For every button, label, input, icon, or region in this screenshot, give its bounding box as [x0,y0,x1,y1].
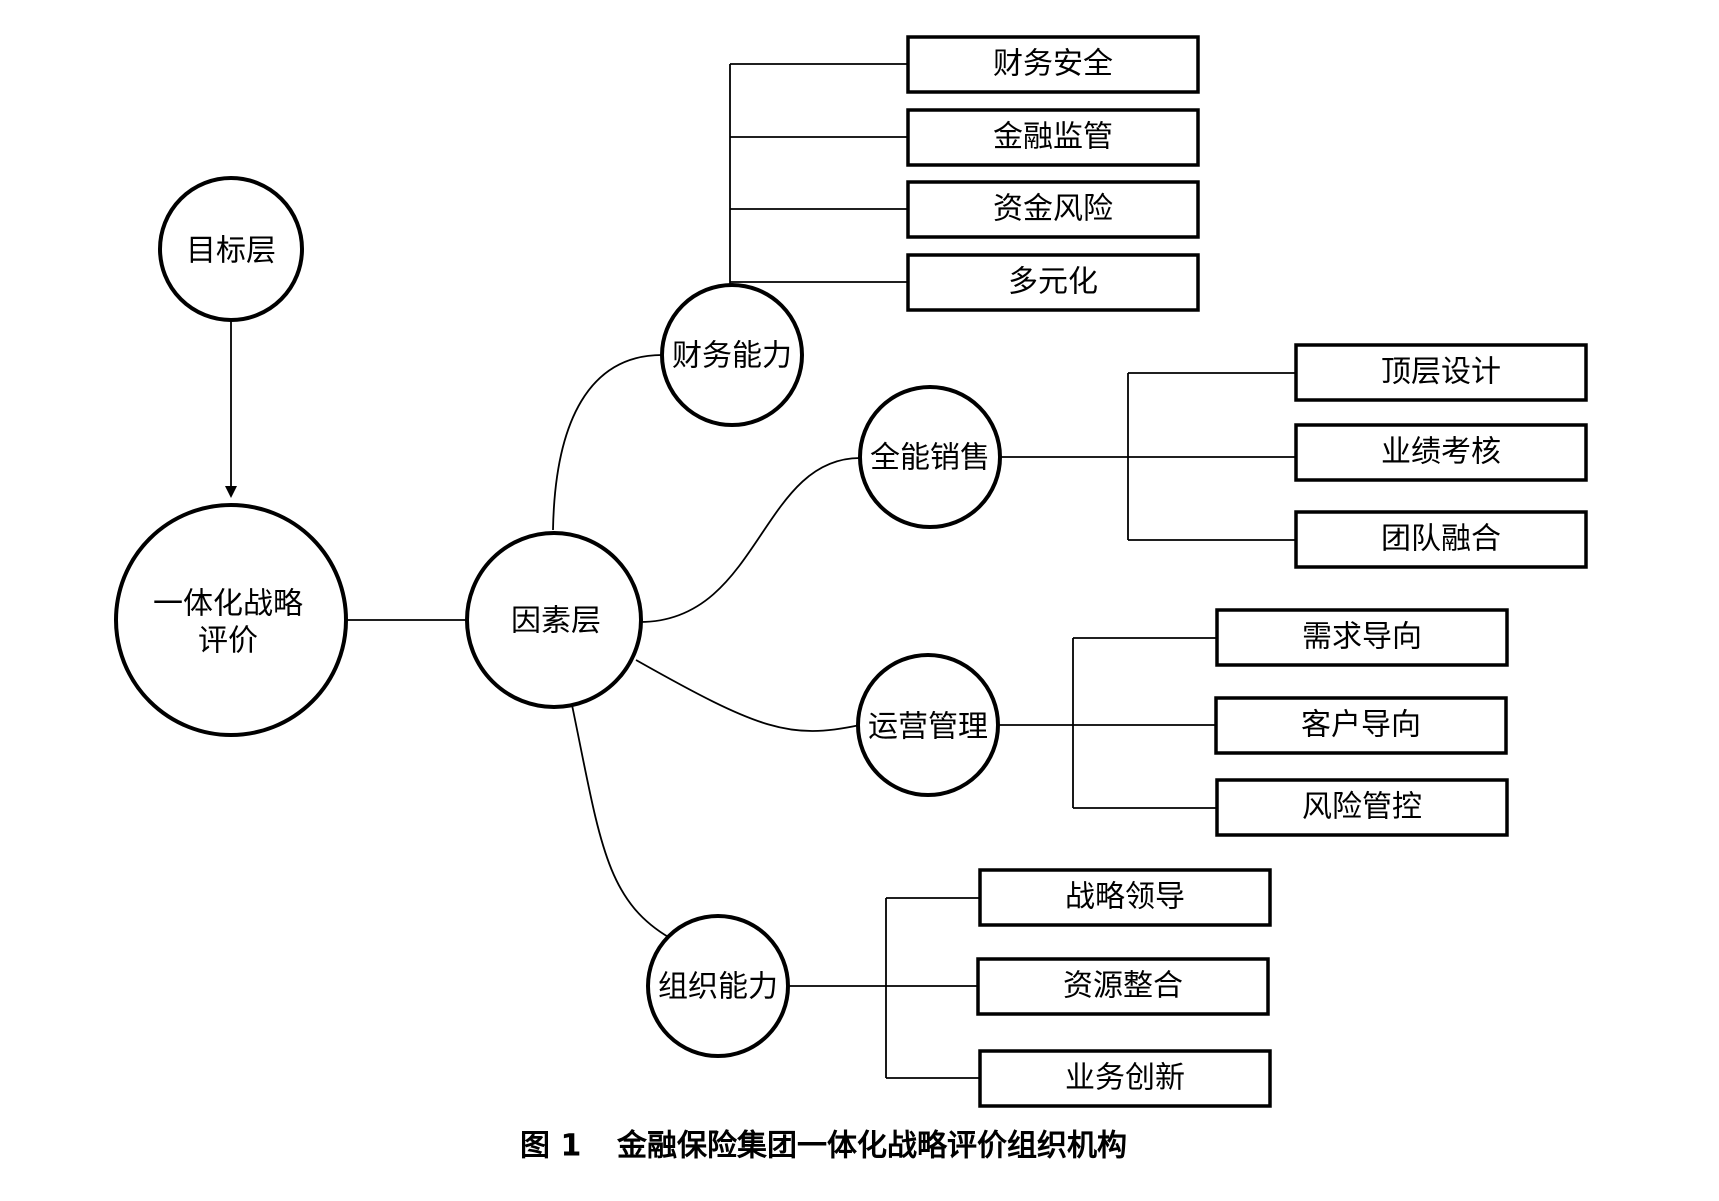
operations-item-label: 需求导向 [1302,620,1422,655]
factor-to-operations-curve [635,659,861,732]
box-capital-risk [906,180,1200,239]
sales-label: 全能销售 [870,441,990,476]
box-business-innovation [978,1049,1272,1108]
figure-title: 金融保险集团一体化战略评价组织机构 [616,1129,1127,1164]
box-customer-orientation [1214,696,1508,755]
box-demand-orientation [1215,608,1509,667]
evaluation-label-line2: 评价 [198,624,258,659]
finance-bracket [729,63,908,284]
sales-item-label: 顶层设计 [1381,355,1501,390]
factor-layer-label: 因素层 [511,604,601,639]
operations-node [856,653,1000,797]
factor-layer-node [465,531,643,709]
goal-layer-node [158,176,304,322]
circle-nodes [114,176,1002,1058]
factor-to-sales-curve [639,457,861,623]
labels: 目标层 一体化战略 评价 因素层 财务能力 全能销售 运营管理 组织能力 财务安… [153,47,1501,1096]
box-strategic-leadership [978,868,1272,927]
finance-item-label: 金融监管 [993,120,1113,155]
finance-item-label: 财务安全 [993,47,1113,82]
finance-label: 财务能力 [672,339,792,374]
finance-item-label: 资金风险 [993,192,1113,227]
operations-label: 运营管理 [868,710,988,745]
sales-item-label: 团队融合 [1381,522,1501,557]
box-top-design [1294,343,1588,402]
figure-number: 图 1 [520,1129,581,1164]
organization-label: 组织能力 [658,970,778,1005]
evaluation-label-line1: 一体化战略 [153,587,303,622]
organization-item-label: 资源整合 [1063,969,1183,1004]
goal-layer-label: 目标层 [186,234,276,269]
factor-to-finance-curve [552,354,663,531]
factor-to-organization-curve [571,704,671,939]
organization-item-label: 战略领导 [1065,880,1185,915]
operations-item-label: 客户导向 [1301,708,1421,743]
operations-bracket [998,637,1217,809]
box-finance-safety [906,35,1200,94]
evaluation-node [114,503,348,737]
box-risk-control [1215,778,1509,837]
organization-bracket [788,897,980,1079]
finance-node [660,283,804,427]
box-diversification [906,253,1200,312]
figure-caption: 图 1 金融保险集团一体化战略评价组织机构 [520,1129,1127,1164]
organization-item-label: 业务创新 [1065,1061,1185,1096]
box-performance-review [1294,423,1588,482]
sales-item-label: 业绩考核 [1381,435,1501,470]
box-team-integration [1294,510,1588,569]
finance-item-label: 多元化 [1008,265,1098,300]
sales-node [858,385,1002,529]
box-resource-integration [976,957,1270,1016]
connectors [225,63,1296,1079]
leaf-boxes [906,35,1588,1108]
box-financial-regulation [906,108,1200,167]
organization-node [646,914,790,1058]
sales-bracket [1000,372,1296,541]
operations-item-label: 风险管控 [1302,790,1422,825]
